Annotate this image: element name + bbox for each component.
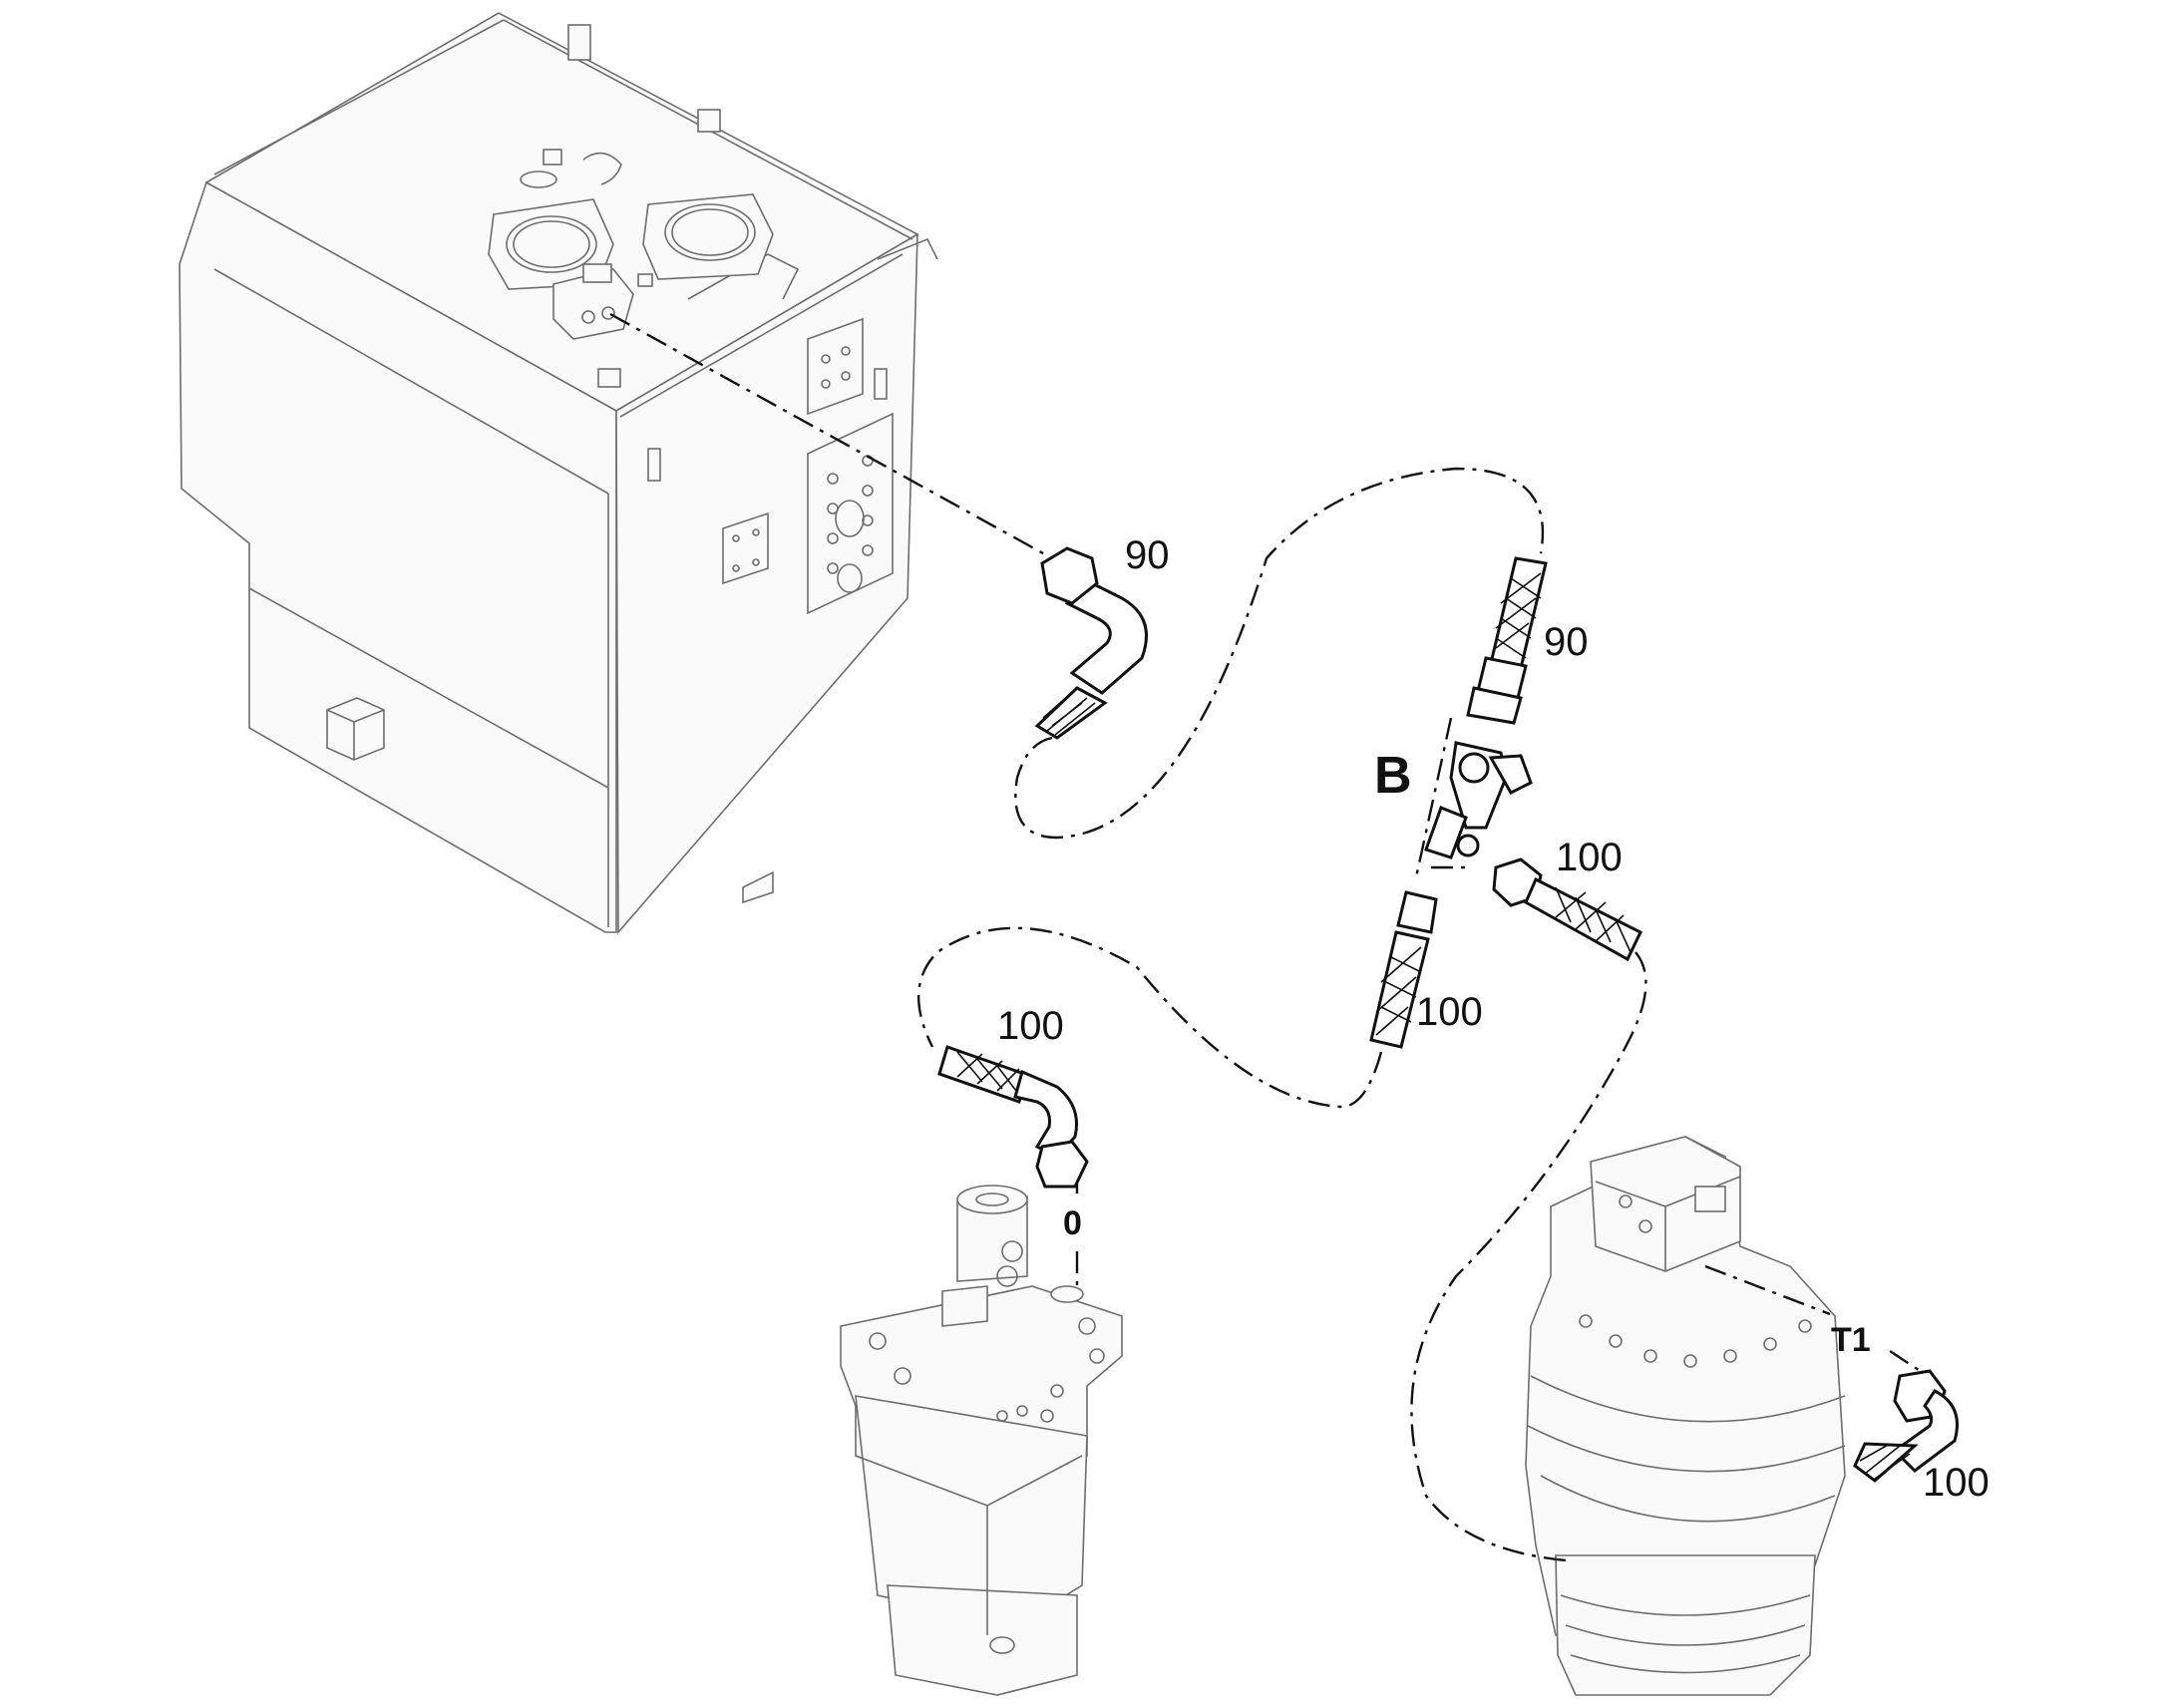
- hydraulic-tank: [179, 12, 938, 935]
- hose-90-tank: [1034, 546, 1148, 740]
- left-hydraulic-motor: [840, 1185, 1123, 1696]
- callout-upper-right-90: 90: [1544, 620, 1589, 664]
- callout-labels: 90 90 B 100 100 100 0 T1 100: [997, 533, 1990, 1505]
- hose-100-tee-lower: [1369, 890, 1438, 1049]
- tee-fitting-b: [1424, 741, 1533, 859]
- hose-90-upper-right: [1466, 556, 1548, 725]
- callout-left-motor-100: 100: [997, 1004, 1064, 1048]
- callout-tee-b: B: [1374, 747, 1412, 805]
- callout-tank-hose-90: 90: [1125, 533, 1170, 577]
- callout-tee-right-100: 100: [1556, 836, 1623, 879]
- callout-right-motor-100: 100: [1923, 1461, 1990, 1505]
- callout-port-t1: T1: [1831, 1321, 1871, 1359]
- hose-100-right-motor: [1853, 1369, 1959, 1483]
- callout-port-0: 0: [1063, 1204, 1082, 1242]
- right-travel-motor: [1525, 1136, 1846, 1696]
- routing-lines: [609, 312, 1926, 1562]
- callout-tee-lower-100: 100: [1416, 990, 1483, 1034]
- hose-100-tee-right: [1492, 857, 1642, 962]
- hose-100-left-motor: [937, 1045, 1089, 1189]
